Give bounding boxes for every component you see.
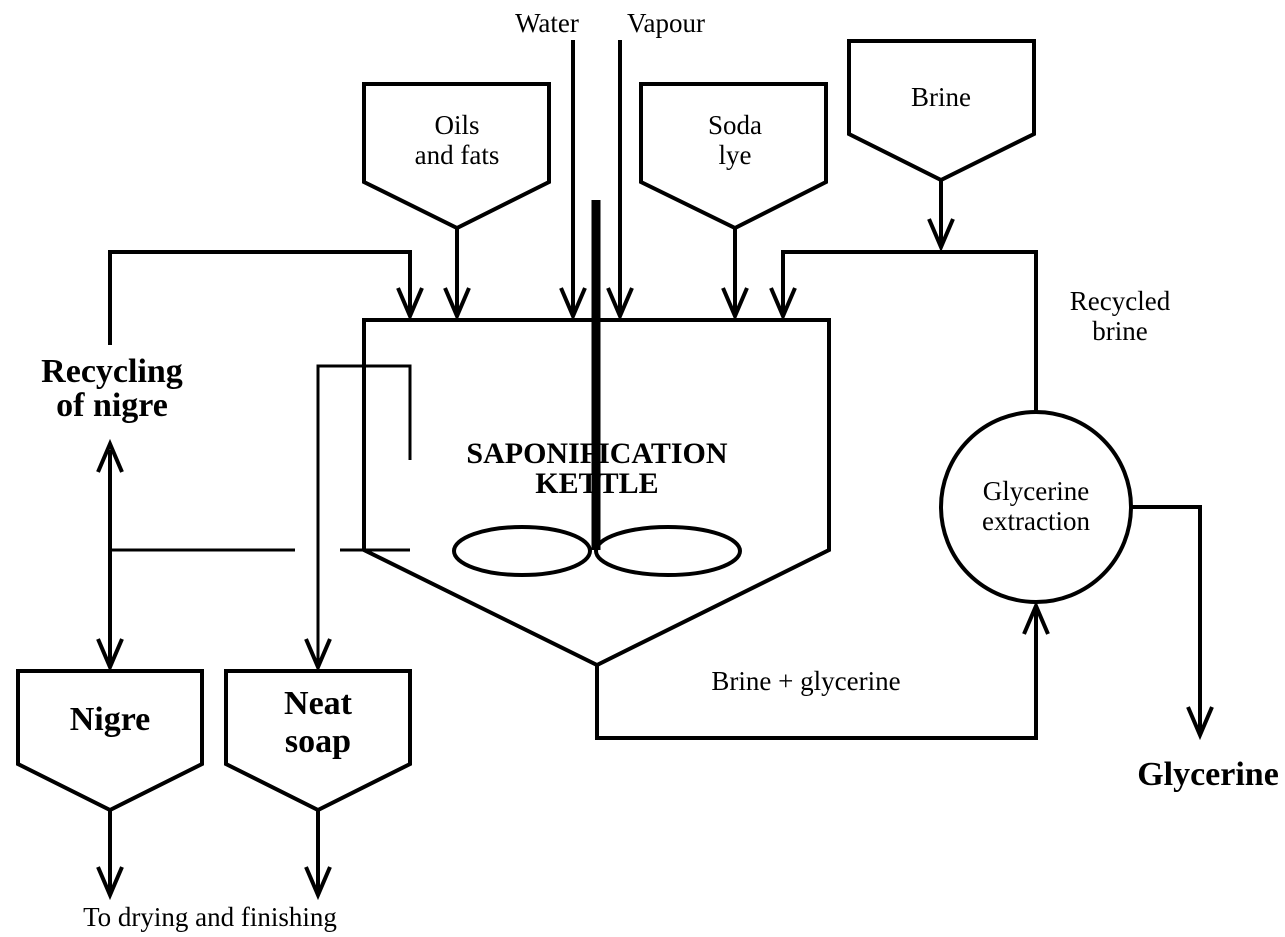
brine-glycerine-line <box>595 606 1038 740</box>
recycling-nigre-label-line1: Recycling <box>41 353 183 390</box>
stirrer-blade-right <box>594 525 742 577</box>
glycerine-extraction-label-line1: Glycerine <box>983 476 1089 506</box>
nigre-down-arrowhead <box>96 638 124 673</box>
oils-label-line1: Oils <box>434 110 479 140</box>
recycled-brine-arrowhead <box>769 287 797 322</box>
brine-feed-arrowhead <box>927 218 955 253</box>
recycled-brine-label-line1: Recycled <box>1070 286 1171 316</box>
neat-soap-line <box>316 364 412 667</box>
soda-feed-arrowhead <box>721 287 749 322</box>
kettle-label-line1: SAPONIFICATION <box>466 437 727 470</box>
nigre-up-arrowhead <box>96 438 124 473</box>
soda-lye-hopper <box>639 82 828 231</box>
nigre-recycle-arrowhead <box>396 287 424 322</box>
kettle-label-line2: KETTLE <box>535 467 658 500</box>
neat-soap-hopper <box>224 669 412 813</box>
glycerine-output-arrowhead <box>1186 706 1214 741</box>
soda-label-line2: lye <box>719 140 752 170</box>
soda-label-line1: Soda <box>708 110 762 140</box>
stirrer-blade-left <box>452 525 592 577</box>
to-drying-label: To drying and finishing <box>83 902 337 932</box>
brine-glycerine-arrowhead <box>1022 600 1050 635</box>
nigre-hopper <box>16 669 204 813</box>
nigre-output-arrowhead <box>96 866 124 901</box>
oils-label-line2: and fats <box>415 140 500 170</box>
neat-soap-label-line1: Neat <box>284 685 353 722</box>
recycled-brine-line <box>781 250 1038 412</box>
saponification-kettle <box>362 318 831 668</box>
nigre-label: Nigre <box>70 701 151 738</box>
brine-glycerine-label: Brine + glycerine <box>711 666 900 696</box>
glycerine-output-line <box>1131 505 1202 735</box>
soap-output-arrowhead <box>304 866 332 901</box>
water-arrowhead <box>559 287 587 322</box>
vapour-arrowhead <box>606 287 634 322</box>
recycling-nigre-label-line2: of nigre <box>56 387 168 424</box>
neat-soap-label-line2: soap <box>285 723 351 760</box>
recycled-brine-label-line2: brine <box>1092 316 1147 346</box>
vapour-label: Vapour <box>627 8 705 38</box>
oils-feed-arrowhead <box>443 287 471 322</box>
glycerine-extraction-label-line2: extraction <box>982 506 1090 536</box>
water-label: Water <box>515 8 579 38</box>
oils-fats-hopper <box>362 82 551 231</box>
brine-label: Brine <box>911 82 971 112</box>
nigre-recycle-line <box>108 250 412 345</box>
brine-hopper <box>847 39 1036 183</box>
glycerine-label: Glycerine <box>1137 756 1279 793</box>
neat-soap-arrowhead <box>304 638 332 673</box>
